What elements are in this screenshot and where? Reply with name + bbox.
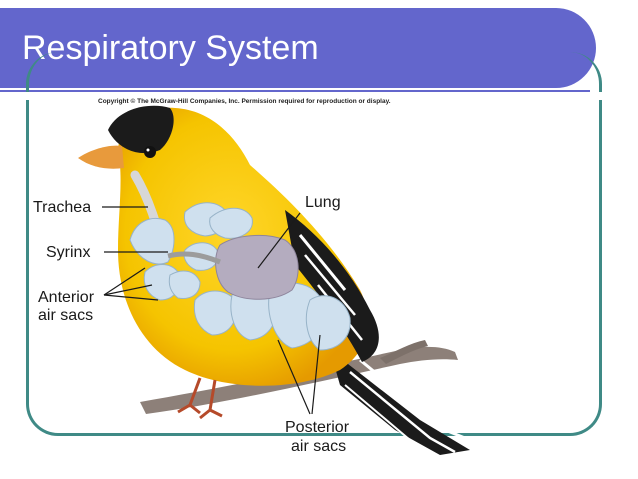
wing (285, 210, 379, 362)
head (78, 105, 174, 169)
label-posterior-line2: air sacs (291, 438, 346, 455)
lung (167, 235, 299, 300)
frame-mask (20, 92, 610, 100)
label-anterior-line1: Anterior (38, 289, 95, 306)
tail (330, 350, 471, 456)
title-underline (0, 90, 590, 92)
slide-title: Respiratory System (22, 29, 319, 67)
label-anterior-line2: air sacs (38, 307, 93, 324)
content-frame (26, 52, 602, 436)
label-trachea: Trachea (33, 199, 91, 216)
leader-lines (102, 206, 321, 415)
copyright-note: Copyright © The McGraw-Hill Companies, I… (98, 97, 391, 105)
label-syrinx: Syrinx (46, 244, 90, 261)
posterior-air-sacs (193, 262, 351, 351)
label-lung: Lung (305, 194, 341, 211)
feet (177, 377, 223, 420)
title-bar (0, 8, 596, 88)
label-posterior-line1: Posterior (285, 419, 350, 436)
